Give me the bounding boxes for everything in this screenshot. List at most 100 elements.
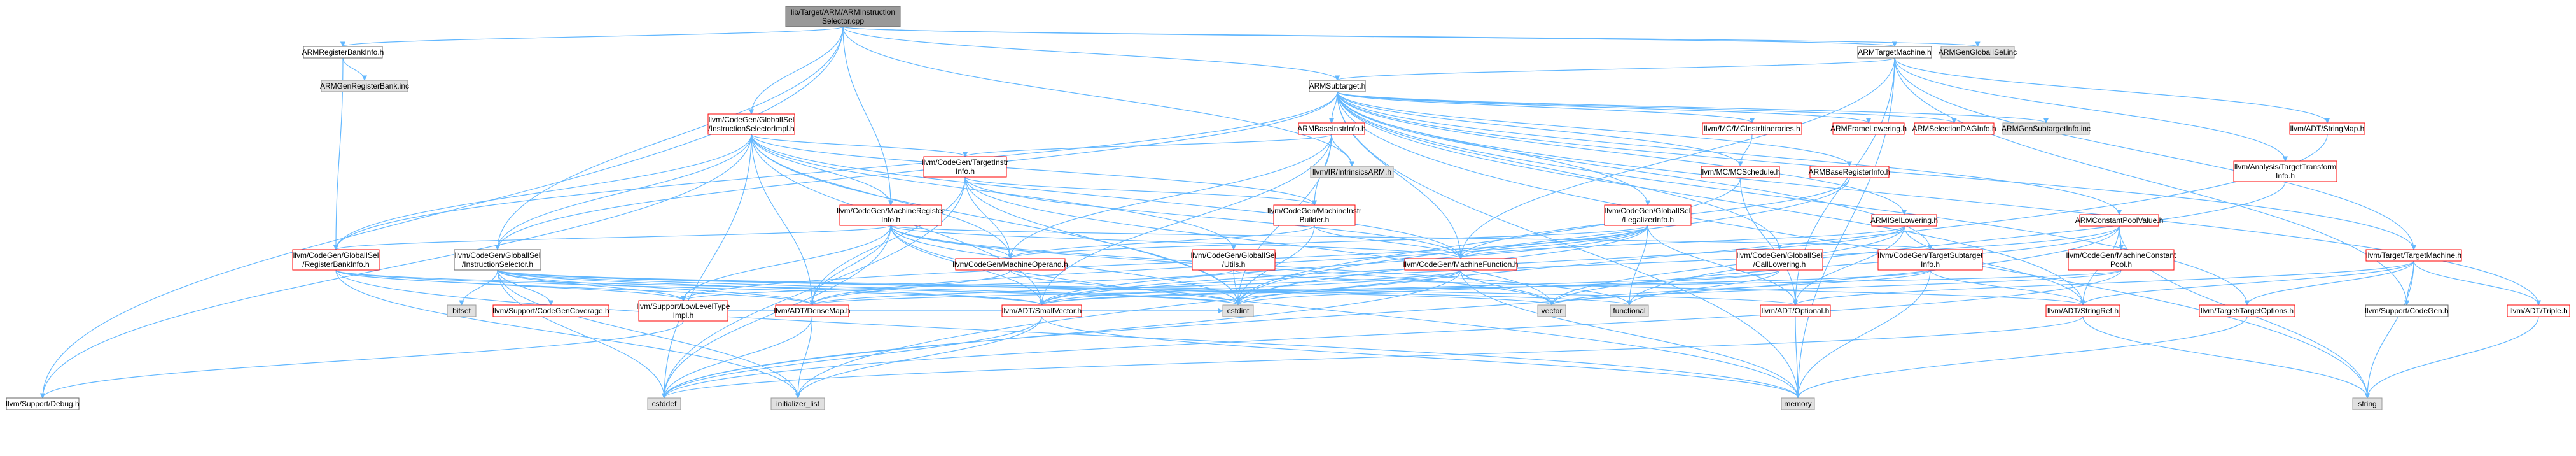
node-armregisterbankinfo-h[interactable]: ARMRegisterBankInfo.h bbox=[302, 46, 384, 59]
dependency-edge bbox=[1549, 269, 2122, 306]
node-calllowering-h[interactable]: llvm/CodeGen/GlobalISel/CallLowering.h bbox=[1736, 249, 1823, 271]
dependency-edge bbox=[1458, 57, 1895, 259]
node-debug-h[interactable]: llvm/Support/Debug.h bbox=[6, 397, 80, 410]
node-armselectiondaginfo-h[interactable]: ARMSelectionDAGInfo.h bbox=[1912, 122, 1996, 135]
dependency-edge bbox=[1549, 225, 2120, 306]
dependency-edge bbox=[661, 176, 966, 399]
node-functional[interactable]: functional bbox=[1610, 304, 1649, 317]
dependency-edge bbox=[890, 225, 1933, 250]
node-box bbox=[2068, 249, 2175, 271]
node-label: lib/Target/ARM/ARMInstruction bbox=[791, 8, 895, 17]
node-armbaseinstrinfo-h[interactable]: ARMBaseInstrInfo.h bbox=[1297, 122, 1366, 135]
node-vector[interactable]: vector bbox=[1537, 304, 1566, 317]
node-armconstantpoolvalue-h[interactable]: ARMConstantPoolValue.h bbox=[2075, 214, 2164, 227]
node-label: llvm/CodeGen/TargetSubtarget bbox=[1878, 251, 1983, 260]
node-stringmap-h[interactable]: llvm/ADT/StringMap.h bbox=[2289, 122, 2365, 135]
dependency-edge bbox=[1008, 225, 1648, 259]
dependency-edge bbox=[1626, 269, 1780, 306]
dependency-edge bbox=[1039, 134, 1332, 306]
dependency-edge bbox=[809, 269, 1461, 306]
node-box bbox=[1781, 397, 1815, 410]
node-root[interactable]: lib/Target/ARM/ARMInstructionSelector.cp… bbox=[785, 6, 901, 27]
node-box bbox=[454, 249, 541, 271]
node-box bbox=[1273, 204, 1356, 226]
node-box bbox=[1809, 166, 1890, 178]
dependency-edge bbox=[1337, 91, 2049, 124]
node-smallvector-h[interactable]: llvm/ADT/SmallVector.h bbox=[1001, 304, 1082, 317]
node-codegencoverage-h[interactable]: llvm/Support/CodeGenCoverage.h bbox=[492, 304, 609, 317]
node-armbaseregisterinfo-h[interactable]: ARMBaseRegisterInfo.h bbox=[1809, 166, 1891, 178]
dependency-edge bbox=[497, 269, 554, 306]
node-armisellowering-h[interactable]: ARMISelLowering.h bbox=[1870, 214, 1938, 227]
dependency-edge bbox=[497, 269, 686, 301]
dependency-edge bbox=[1792, 225, 1905, 306]
node-instructionselectorimpl-h[interactable]: llvm/CodeGen/GlobalISel/InstructionSelec… bbox=[707, 113, 795, 135]
node-memory[interactable]: memory bbox=[1781, 397, 1815, 410]
node-supportcodegen-h[interactable]: llvm/Support/CodeGen.h bbox=[2365, 304, 2449, 317]
dependency-edge bbox=[335, 269, 686, 301]
node-cstddef[interactable]: cstddef bbox=[647, 397, 681, 410]
node-targetmachine-h[interactable]: llvm/Target/TargetMachine.h bbox=[2365, 249, 2462, 262]
node-box bbox=[955, 258, 1066, 271]
dependency-edge bbox=[795, 316, 813, 399]
node-legalizerinfo-h[interactable]: llvm/CodeGen/GlobalISel/LegalizerInfo.h bbox=[1604, 204, 1692, 226]
node-triple-h[interactable]: llvm/ADT/Triple.h bbox=[2507, 304, 2570, 317]
node-bitset[interactable]: bitset bbox=[447, 304, 477, 317]
node-armtargetmachine-h[interactable]: ARMTargetMachine.h bbox=[1857, 46, 1932, 59]
node-targetoptions-h[interactable]: llvm/Target/TargetOptions.h bbox=[2199, 304, 2295, 317]
node-armgenregisterbank-inc[interactable]: ARMGenRegisterBank.inc bbox=[320, 80, 409, 92]
node-optional-h[interactable]: llvm/ADT/Optional.h bbox=[1760, 304, 1831, 317]
node-label: Info.h bbox=[2276, 171, 2295, 180]
node-box bbox=[2079, 214, 2159, 227]
node-intrinsicsarm-h[interactable]: llvm/IR/IntrinsicsARM.h bbox=[1310, 166, 1394, 178]
node-machineoperand-h[interactable]: llvm/CodeGen/MachineOperand.h bbox=[952, 258, 1068, 271]
dependency-edge bbox=[340, 26, 844, 47]
node-armframelowering-h[interactable]: ARMFrameLowering.h bbox=[1830, 122, 1907, 135]
node-mcschedule-h[interactable]: llvm/MC/MCSchedule.h bbox=[1701, 166, 1780, 178]
dependency-edge bbox=[842, 26, 1897, 47]
node-cstdint[interactable]: cstdint bbox=[1222, 304, 1254, 317]
node-label: /Utils.h bbox=[1222, 260, 1246, 269]
dependency-edge bbox=[964, 176, 1013, 259]
node-label: llvm/Target/TargetMachine.h bbox=[2366, 251, 2461, 260]
dependency-edge bbox=[1007, 134, 1332, 259]
node-string[interactable]: string bbox=[2352, 397, 2383, 410]
dependency-edge bbox=[1647, 225, 1799, 306]
node-box bbox=[2352, 397, 2383, 410]
dependency-edge bbox=[1894, 57, 2288, 162]
dependency-edge bbox=[459, 269, 498, 306]
node-label: llvm/ADT/Optional.h bbox=[1762, 306, 1830, 315]
node-label: Builder.h bbox=[1300, 215, 1330, 224]
node-instructionselector-h[interactable]: llvm/CodeGen/GlobalISel/InstructionSelec… bbox=[454, 249, 541, 271]
dependency-edge bbox=[1894, 57, 2417, 250]
node-mcinstritineraries-h[interactable]: llvm/MC/MCInstrItineraries.h bbox=[1702, 122, 1802, 135]
node-armgenglobalisel-inc[interactable]: ARMGenGlobalISel.inc bbox=[1939, 46, 2017, 59]
node-machinefunction-h[interactable]: llvm/CodeGen/MachineFunction.h bbox=[1403, 258, 1519, 271]
node-label: Info.h bbox=[956, 167, 975, 176]
dependency-edge bbox=[2244, 260, 2414, 306]
node-initializer-list[interactable]: initializer_list bbox=[770, 397, 825, 410]
dependency-edge bbox=[1233, 269, 2085, 306]
node-box bbox=[923, 156, 1007, 178]
node-box bbox=[1914, 122, 1995, 135]
node-giselutils-h[interactable]: llvm/CodeGen/GlobalISel/Utils.h bbox=[1191, 249, 1277, 271]
node-densemap-h[interactable]: llvm/ADT/DenseMap.h bbox=[774, 304, 851, 317]
node-label: llvm/CodeGen/GlobalISel bbox=[1191, 251, 1277, 260]
dependency-edge bbox=[1337, 91, 2086, 306]
dependency-edge bbox=[2364, 260, 2414, 399]
dependency-edge bbox=[795, 316, 1043, 399]
node-stringref-h[interactable]: llvm/ADT/StringRef.h bbox=[2045, 304, 2120, 317]
node-armgensubtargetinfo-inc[interactable]: ARMGenSubtargetInfo.inc bbox=[2002, 122, 2091, 135]
node-registerbankinfo-h[interactable]: llvm/CodeGen/GlobalISel/RegisterBankInfo… bbox=[292, 249, 380, 271]
node-armsubtarget-h[interactable]: ARMSubtarget.h bbox=[1309, 80, 1366, 92]
dependency-edge bbox=[661, 269, 1461, 399]
dependency-edge bbox=[1039, 269, 1780, 306]
node-label: llvm/MC/MCSchedule.h bbox=[1701, 167, 1780, 176]
